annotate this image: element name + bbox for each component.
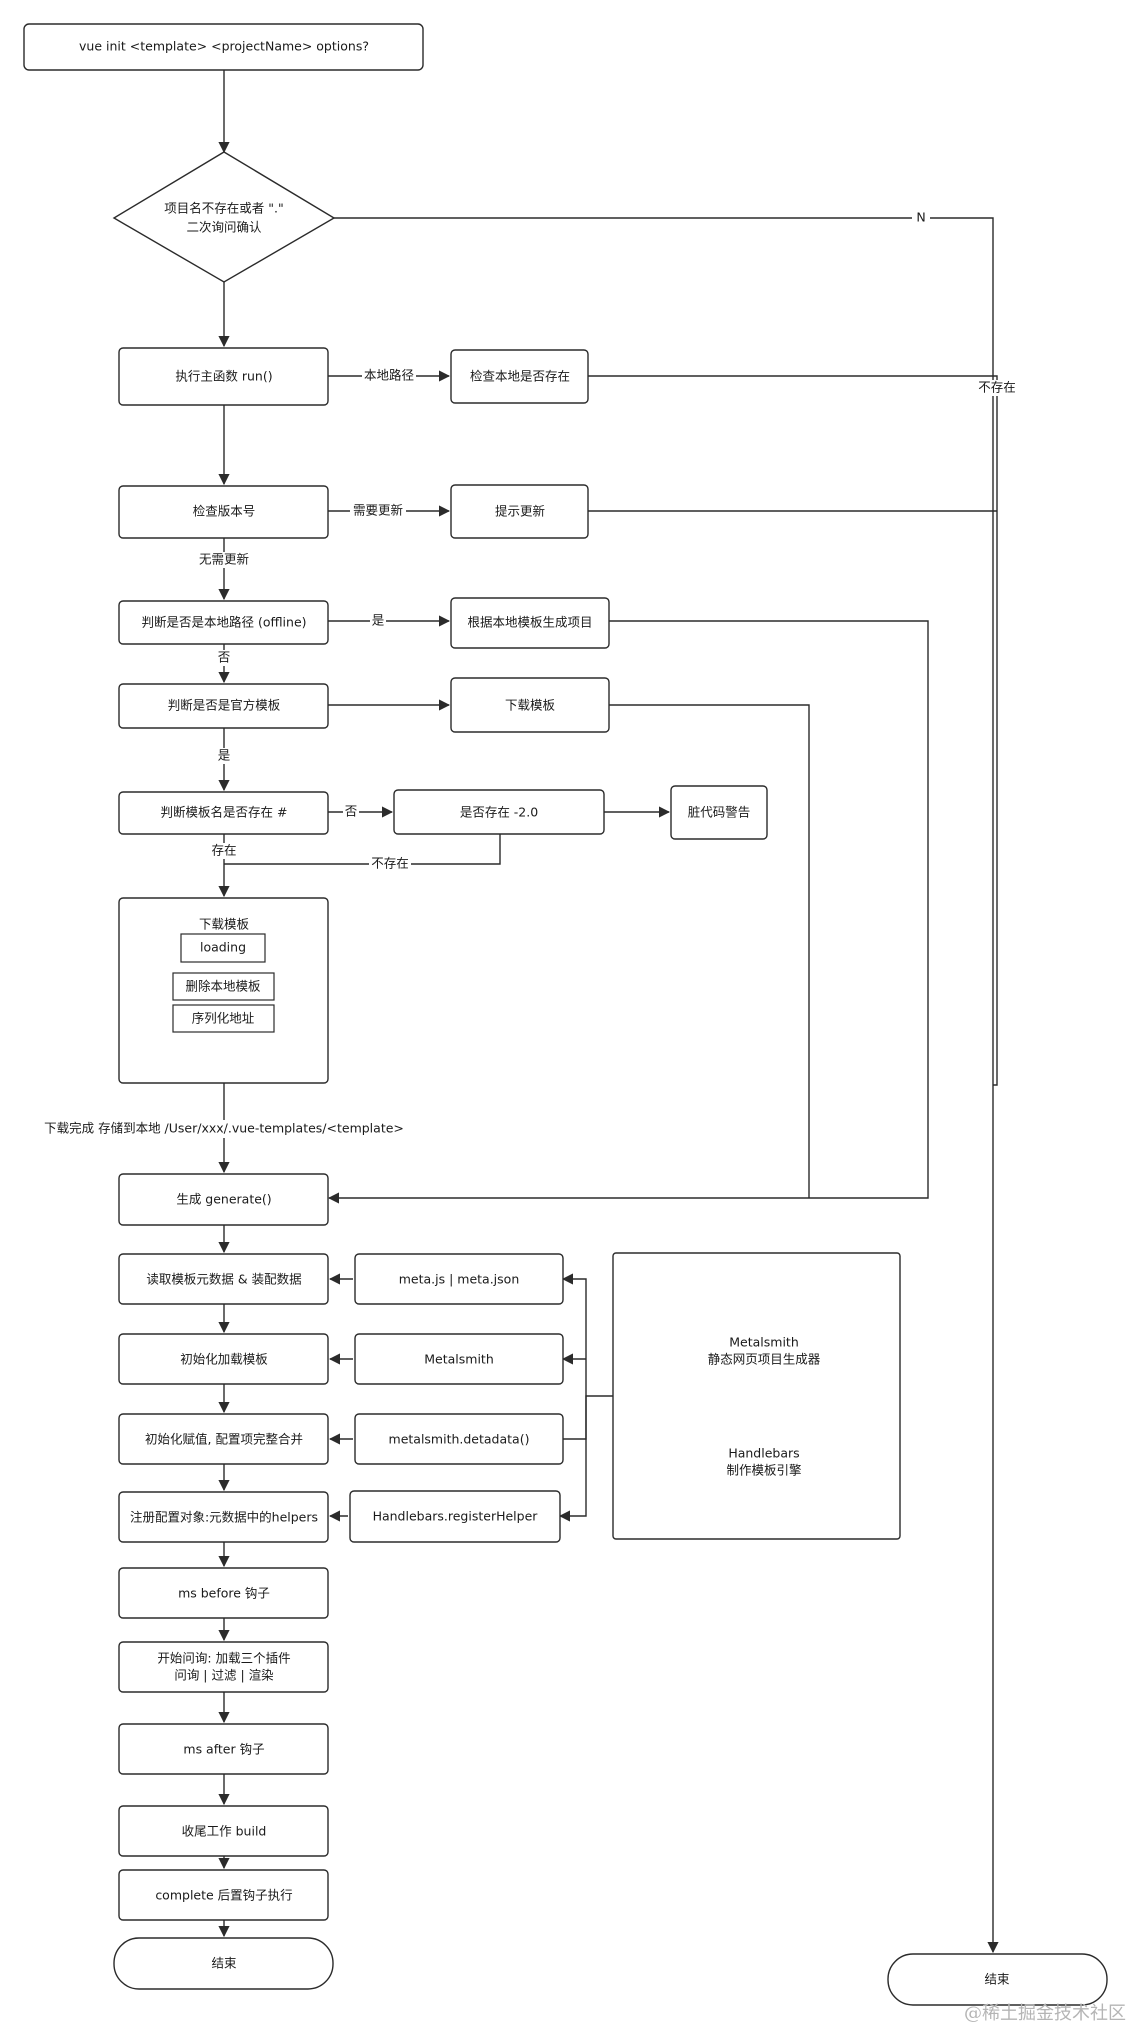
loading-box[interactable] — [180, 933, 266, 963]
edge-label-download-done: 下载完成 存储到本地 /User/xxx/.vue-templates/<tem… — [44, 1121, 404, 1136]
end-right-label: 结束 — [984, 1972, 1010, 1987]
edge-label-yes-local: 是 — [372, 613, 385, 628]
start-node[interactable] — [23, 23, 424, 71]
register-label: 注册配置对象:元数据中的helpers — [130, 1510, 318, 1525]
build-node[interactable] — [118, 1805, 329, 1857]
ms-before-node[interactable] — [118, 1567, 329, 1619]
generate-label: 生成 generate() — [176, 1192, 271, 1207]
download-box-title: 下载模板 — [199, 917, 250, 932]
note-metalsmith-name: Metalsmith — [729, 1335, 799, 1350]
generate-node[interactable] — [118, 1173, 329, 1226]
helper-label: Handlebars.registerHelper — [373, 1509, 539, 1524]
complete-node[interactable] — [118, 1869, 329, 1921]
edge-note-branch — [563, 1395, 613, 1440]
note-handlebars-desc: 制作模板引擎 — [726, 1463, 801, 1478]
dirty-warning-label: 脏代码警告 — [688, 805, 751, 820]
metadata-node[interactable] — [354, 1413, 564, 1465]
has-hash-node[interactable] — [118, 791, 329, 835]
end-left-node[interactable] — [113, 1937, 334, 1990]
init-assign-node[interactable] — [118, 1413, 329, 1465]
build-label: 收尾工作 build — [182, 1824, 267, 1839]
start-node-label: vue init <template> <projectName> option… — [79, 39, 369, 54]
edge-label-need-update: 需要更新 — [353, 503, 403, 518]
metadata-label: metalsmith.detadata() — [389, 1432, 530, 1447]
edge-label-exists: 存在 — [211, 843, 236, 858]
ask-line-1: 开始问询: 加载三个插件 — [157, 1651, 290, 1666]
delete-local-box[interactable] — [172, 972, 275, 1001]
read-meta-node[interactable] — [118, 1253, 329, 1305]
read-meta-label: 读取模板元数据 & 装配数据 — [146, 1272, 301, 1287]
check-version-label: 检查版本号 — [193, 504, 256, 519]
is-local-path-label: 判断是否是本地路径 (offline) — [141, 615, 306, 630]
is-official-node[interactable] — [118, 683, 329, 729]
edge-label-no-update: 无需更新 — [199, 552, 249, 567]
loading-label: loading — [200, 940, 246, 955]
edges — [218, 70, 999, 1954]
note-handlebars-name: Handlebars — [728, 1446, 799, 1461]
check-version-node[interactable] — [118, 485, 329, 539]
delete-local-label: 删除本地模板 — [185, 979, 261, 994]
confirm-line-2: 二次询问确认 — [186, 220, 262, 235]
edge-label-local-path: 本地路径 — [364, 368, 414, 383]
complete-label: complete 后置钩子执行 — [155, 1888, 292, 1903]
ms-after-node[interactable] — [118, 1723, 329, 1775]
metalsmith-label: Metalsmith — [424, 1352, 494, 1367]
end-right-node[interactable] — [887, 1953, 1108, 2006]
is-local-path-node[interactable] — [118, 600, 329, 645]
check-local-label: 检查本地是否存在 — [470, 369, 570, 384]
prompt-update-label: 提示更新 — [495, 504, 545, 519]
init-tpl-node[interactable] — [118, 1333, 329, 1385]
nodes: vue init <template> <projectName> option… — [23, 23, 1108, 2006]
edge-label-n: N — [916, 210, 925, 225]
meta-js-node[interactable] — [354, 1253, 564, 1305]
dirty-warning-node[interactable] — [670, 785, 768, 840]
run-node[interactable] — [118, 347, 329, 406]
serialize-label: 序列化地址 — [192, 1011, 255, 1026]
run-node-label: 执行主函数 run() — [175, 369, 272, 384]
edge-label-not-exist: 不存在 — [978, 380, 1016, 395]
confirm-line-1: 项目名不存在或者 "." — [164, 201, 283, 216]
note-box[interactable] — [612, 1252, 901, 1540]
serialize-box[interactable] — [172, 1004, 275, 1033]
has-hash-label: 判断模板名是否存在 # — [161, 805, 288, 820]
gen-local-label: 根据本地模板生成项目 — [467, 615, 592, 630]
edge-note-helper — [558, 1396, 587, 1522]
meta-js-label: meta.js | meta.json — [399, 1272, 520, 1287]
edge-label-not-exist-2: 不存在 — [371, 856, 409, 871]
ask-line-2: 问询 | 过滤 | 渲染 — [174, 1668, 274, 1683]
download-tpl-node[interactable] — [450, 677, 610, 733]
has-2-0-node[interactable] — [393, 789, 605, 835]
has-2-0-label: 是否存在 -2.0 — [460, 805, 538, 820]
init-assign-label: 初始化赋值, 配置项完整合并 — [145, 1432, 303, 1447]
edge-note-metajs — [561, 1273, 587, 1396]
edge-label-no-hash: 否 — [345, 804, 358, 819]
edge-label-yes-official: 是 — [218, 748, 231, 763]
helper-node[interactable] — [349, 1490, 561, 1543]
edge-labels: N 不存在 本地路径 需要更新 无需更新 是 否 是 否 存在 不存在 下载完成… — [44, 210, 1018, 1138]
edge-download-generate-side — [609, 704, 810, 1198]
edge-label-no-local: 否 — [218, 650, 231, 665]
confirm-decision[interactable] — [112, 151, 336, 283]
edge-confirm-n-end — [334, 217, 999, 1954]
metalsmith-node[interactable] — [354, 1333, 564, 1385]
end-left-label: 结束 — [211, 1956, 237, 1971]
prompt-update-node[interactable] — [450, 484, 589, 539]
check-local-node[interactable] — [450, 349, 589, 404]
edge-genlocal-generate — [327, 620, 929, 1204]
download-tpl-label: 下载模板 — [505, 698, 556, 713]
ms-before-label: ms before 钩子 — [178, 1586, 270, 1601]
is-official-label: 判断是否是官方模板 — [168, 698, 281, 713]
init-tpl-label: 初始化加载模板 — [180, 1352, 268, 1367]
gen-local-node[interactable] — [450, 597, 610, 649]
note-metalsmith-desc: 静态网页项目生成器 — [708, 1352, 821, 1367]
ask-node[interactable] — [118, 1641, 329, 1693]
ms-after-label: ms after 钩子 — [183, 1742, 264, 1757]
edge-20-notexist — [224, 834, 501, 865]
watermark: @稀土掘金技术社区 — [964, 2003, 1126, 2024]
edge-checklocal-notexist — [588, 375, 998, 1086]
register-node[interactable] — [118, 1491, 329, 1543]
